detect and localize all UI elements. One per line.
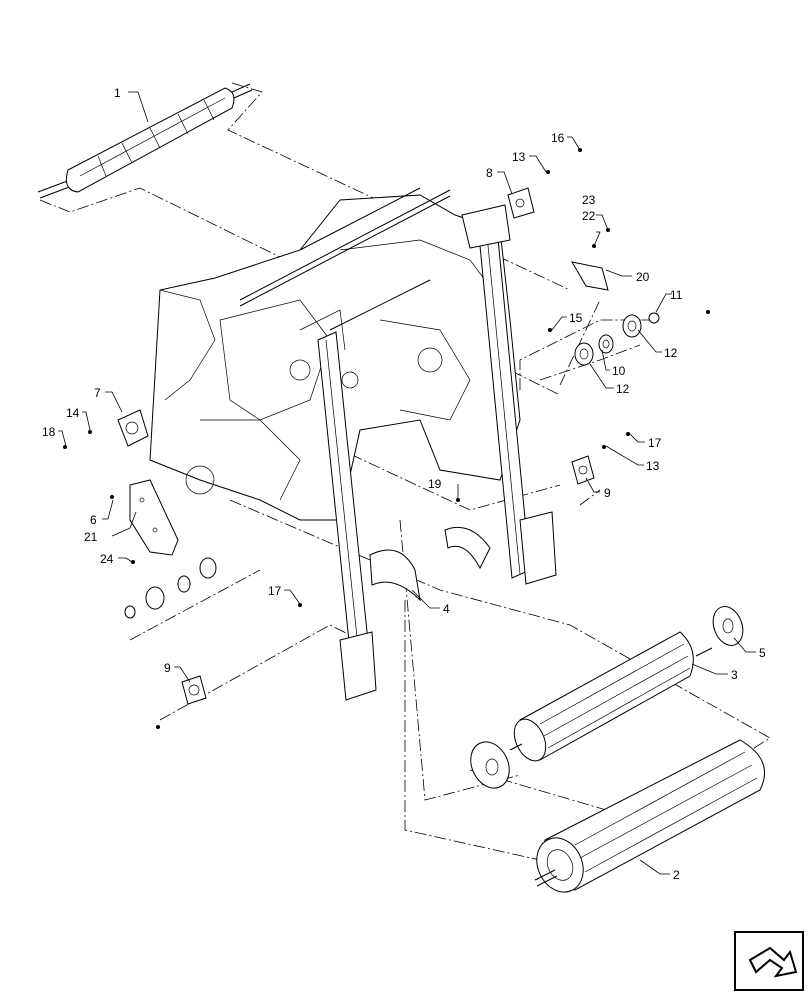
callout-8: 8 <box>486 166 493 180</box>
callout-18: 18 <box>42 425 56 439</box>
middle-roller-3 <box>509 631 713 762</box>
crescent-guide-right <box>444 526 491 570</box>
callout-17-right: 17 <box>648 436 662 450</box>
callout-21: 21 <box>84 530 98 544</box>
next-page-arrow-icon[interactable] <box>734 931 804 991</box>
callout-11: 11 <box>670 288 683 302</box>
callout-6: 6 <box>90 513 97 527</box>
upper-roller <box>37 83 253 199</box>
washer-10 <box>598 334 614 354</box>
collar-12-a <box>622 314 642 338</box>
callout-13-top: 13 <box>512 150 526 164</box>
callout-12-b: 12 <box>616 382 630 396</box>
callout-14: 14 <box>66 406 80 420</box>
bearing-9-upper <box>571 455 595 485</box>
callout-9-upper: 9 <box>604 486 611 500</box>
left-collars <box>124 557 217 619</box>
bracket-20 <box>571 261 609 291</box>
sprocket <box>470 741 510 789</box>
callout-15: 15 <box>569 311 583 325</box>
hardware-dots <box>63 148 710 729</box>
callout-1: 1 <box>114 86 121 100</box>
callout-9-lower: 9 <box>164 661 171 675</box>
callout-10: 10 <box>612 364 626 378</box>
left-side-channel <box>299 309 377 701</box>
callout-7: 7 <box>94 386 101 400</box>
disc-5 <box>712 606 744 646</box>
callout-12-a: 12 <box>664 346 678 360</box>
nut-11 <box>648 312 660 324</box>
callout-24: 24 <box>100 552 114 566</box>
callout-13-right: 13 <box>646 459 660 473</box>
callout-20: 20 <box>636 270 650 284</box>
right-side-channel <box>461 204 557 585</box>
callout-2: 2 <box>673 868 680 882</box>
callout-19: 19 <box>428 477 442 491</box>
bearing-9-lower <box>181 675 207 705</box>
callouts: 1 2 3 4 5 6 7 8 9 9 10 11 12 12 13 13 14… <box>42 86 766 882</box>
callout-3: 3 <box>731 668 738 682</box>
callout-4: 4 <box>443 602 450 616</box>
lower-roller-2 <box>534 739 765 893</box>
callout-17-left: 17 <box>268 584 282 598</box>
plate-21 <box>129 479 179 556</box>
callout-22: 22 <box>582 209 596 223</box>
collar-12-b <box>574 342 594 366</box>
bearing-8 <box>507 187 535 219</box>
leader-lines <box>58 91 756 875</box>
bearing-7 <box>117 409 149 447</box>
callout-5: 5 <box>759 646 766 660</box>
crescent-guide-4 <box>369 549 421 602</box>
callout-23: 23 <box>582 193 596 207</box>
callout-16: 16 <box>551 131 565 145</box>
